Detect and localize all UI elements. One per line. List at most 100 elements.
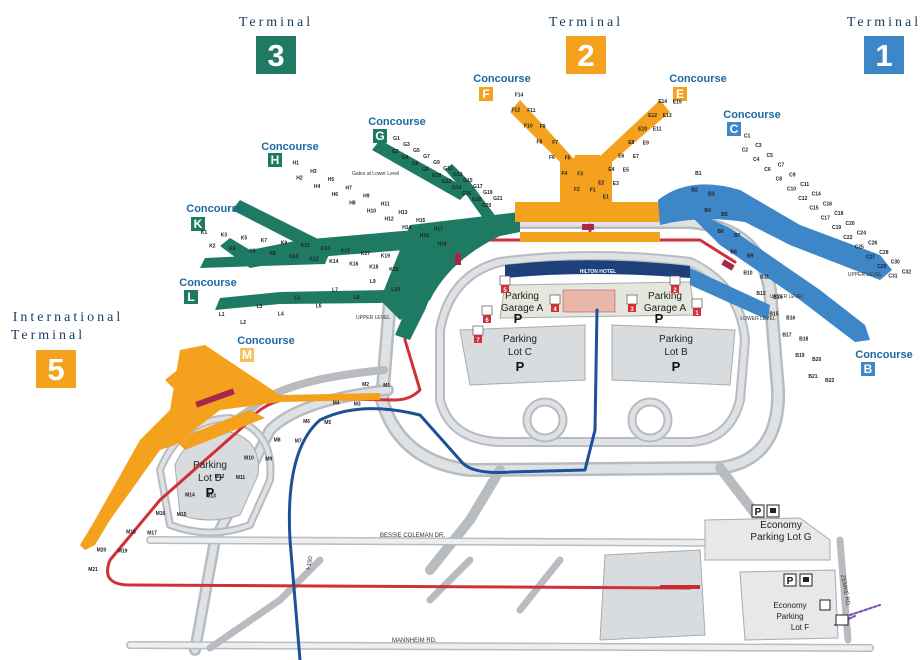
gate-label: K18: [369, 264, 378, 270]
gate-label: K7: [261, 238, 268, 244]
concourse-m-badge[interactable]: [240, 348, 254, 362]
parking-areas: [174, 260, 839, 641]
garage-marker-number: 5: [503, 288, 507, 294]
concourse-k-badge[interactable]: [191, 217, 205, 231]
lot-b-area: [611, 324, 736, 386]
gate-label: M3: [354, 402, 361, 408]
garage-marker[interactable]: 5: [499, 275, 511, 294]
garage-marker-number: 6: [485, 318, 489, 324]
gate-label: B22: [825, 378, 834, 384]
gate-label: H14: [402, 225, 411, 231]
concourse-m-shape: [80, 345, 380, 550]
bessie-coleman-label: BESSIE COLEMAN DR.: [380, 533, 445, 539]
garage-marker-badge: [501, 285, 509, 293]
garage-marker[interactable]: 7: [472, 325, 484, 344]
gate-label: C16: [823, 202, 832, 208]
garage-marker[interactable]: 2: [669, 275, 681, 294]
concourse-k-letter: K: [194, 217, 203, 231]
gate-label: E6: [618, 154, 624, 160]
concourse-m-label: Concourse: [237, 335, 294, 347]
garage-marker-number: 7: [476, 338, 480, 344]
gate-label: E1: [603, 195, 609, 201]
gate-label: C26: [868, 240, 877, 246]
gate-label: H11: [381, 202, 390, 208]
gate-label: K16: [349, 262, 358, 268]
gate-label: E15: [673, 100, 682, 106]
gate-label: G13: [453, 172, 463, 178]
garage-marker[interactable]: 4: [549, 294, 561, 313]
gate-label: L3: [257, 304, 263, 310]
i190-label: I-190: [306, 555, 314, 570]
gate-label: F9: [540, 124, 546, 130]
terminal-2-lower: [520, 232, 660, 242]
t1-lower-level-label: LOWER LEVEL: [740, 316, 776, 322]
gate-label: F7: [552, 140, 558, 146]
gate-label: E5: [623, 167, 629, 173]
terminal-1-badge[interactable]: [864, 36, 904, 74]
gate-label: C29: [877, 264, 886, 270]
concourse-h-badge[interactable]: [268, 153, 282, 167]
concourse-b-badge[interactable]: [861, 362, 875, 376]
gate-label: G7: [423, 154, 430, 160]
gate-label: B1: [695, 171, 702, 177]
concourse-c-badge[interactable]: [727, 122, 741, 136]
gate-label: F8: [537, 139, 543, 145]
concourse-f-badge[interactable]: [479, 87, 493, 101]
gate-label: C30: [891, 260, 900, 266]
concourse-c-label: Concourse: [723, 109, 780, 121]
terminal-1-title: Terminal 1: [847, 15, 918, 74]
gate-label: M5: [324, 420, 331, 426]
mannheim-road-label: MANNHEIM RD.: [392, 638, 437, 644]
gate-label: F5: [565, 156, 571, 162]
gate-label: M13: [206, 494, 216, 500]
gate-label: B3: [708, 192, 715, 198]
garage-marker-box: [669, 275, 681, 286]
gate-label: C24: [857, 231, 866, 237]
concourse-g-badge[interactable]: [373, 129, 387, 143]
garage-a-left-label-1: Parking: [505, 291, 539, 302]
gate-label: C18: [834, 211, 843, 217]
gate-label: C9: [789, 172, 796, 178]
gate-label: L10: [391, 287, 400, 293]
gate-label: E4: [608, 167, 614, 173]
gate-label: F2: [574, 187, 580, 193]
economy-g-label-2: Parking Lot G: [750, 532, 811, 543]
concourse-e-letter: E: [676, 87, 684, 101]
terminal-1-number: 1: [875, 38, 892, 73]
gate-label: E10: [638, 126, 647, 132]
terminal-5-number: 5: [47, 352, 64, 387]
gate-label: M10: [244, 456, 254, 462]
garage-a-right-label-1: Parking: [648, 291, 682, 302]
garage-a-right-label-2: Garage A: [644, 303, 687, 314]
gate-label: E11: [653, 127, 662, 133]
concourse-l-shape: [215, 276, 430, 310]
terminal-2-badge[interactable]: [566, 36, 606, 74]
gate-label: H4: [314, 184, 321, 190]
gate-label: C2: [742, 147, 749, 153]
gate-label: B7: [734, 233, 741, 239]
gate-label: H13: [398, 210, 407, 216]
garage-a-right-p: P: [655, 311, 664, 326]
garage-marker-number: 4: [553, 307, 557, 313]
garage-marker-box: [499, 275, 511, 286]
concourse-l-badge[interactable]: [184, 290, 198, 304]
garage-marker[interactable]: 6: [481, 305, 493, 324]
gate-label: G8: [422, 167, 429, 173]
gate-label: K12: [309, 256, 318, 262]
parking-labels: Parking Garage A P Parking Garage A P Pa…: [193, 291, 849, 632]
terminal-3-badge[interactable]: [256, 36, 296, 74]
gate-label: K1: [201, 230, 208, 236]
concourse-e-badge[interactable]: [673, 87, 687, 101]
concourse-c-letter: C: [730, 122, 739, 136]
gate-label: G3: [403, 142, 410, 148]
terminal-5-badge[interactable]: [36, 350, 76, 388]
terminal-3-number: 3: [267, 38, 284, 73]
gate-label: G20: [482, 203, 492, 209]
economy-lot-area: [599, 549, 706, 641]
gate-label: C1: [744, 134, 751, 140]
gate-label: M11: [236, 475, 246, 481]
garage-marker[interactable]: 1: [691, 298, 703, 317]
gate-label: M20: [97, 548, 107, 554]
garage-marker[interactable]: 3: [626, 294, 638, 313]
garage-marker-box: [481, 305, 493, 316]
